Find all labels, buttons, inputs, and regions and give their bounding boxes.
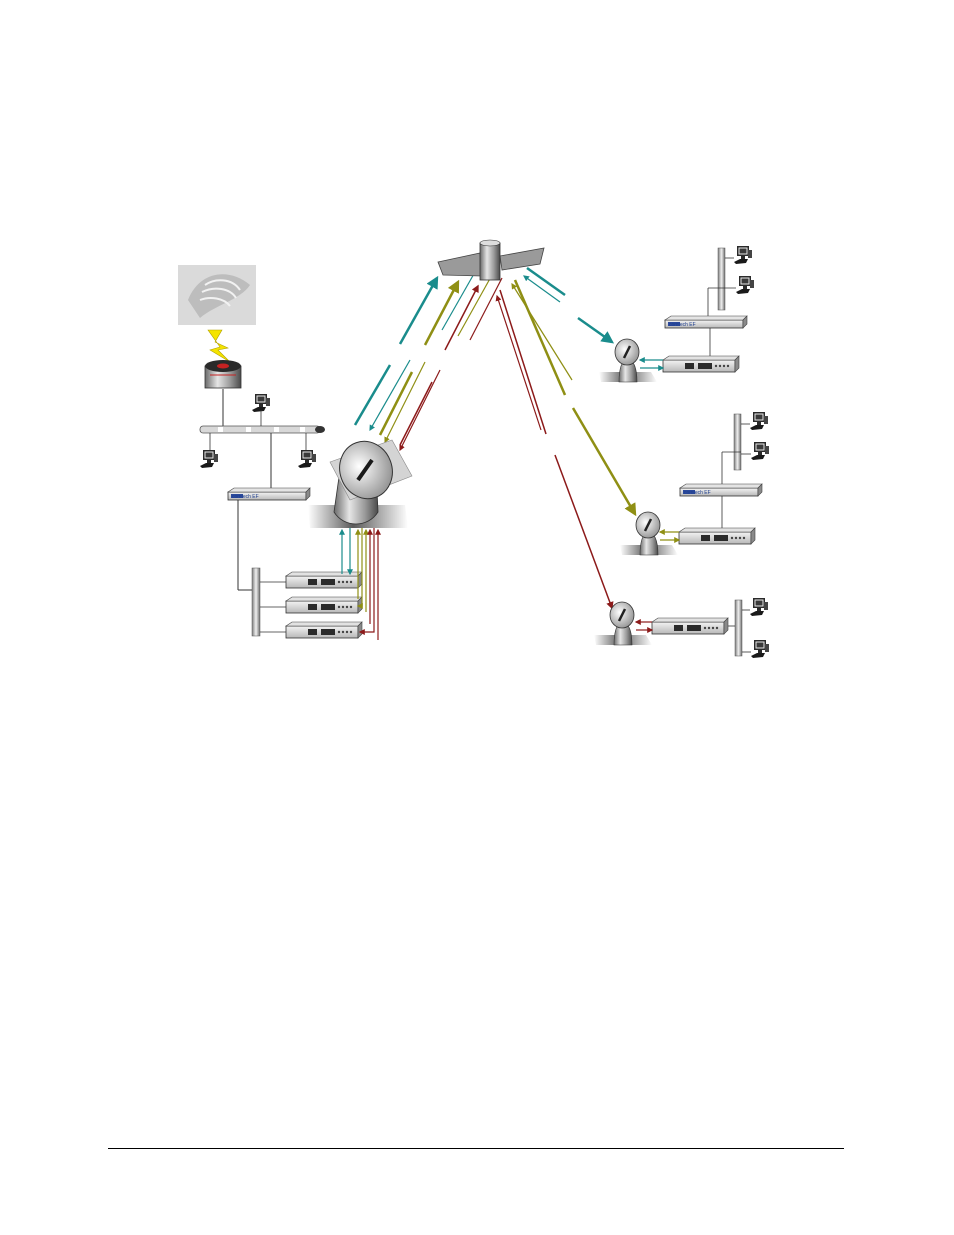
remote-site-1: comtech EF — [599, 246, 754, 382]
computer-icon — [298, 450, 316, 468]
hub-dish-antenna — [308, 434, 412, 528]
router-icon — [205, 360, 241, 388]
lan-backbone — [200, 426, 325, 433]
computer-icon — [252, 394, 270, 412]
remote-site-3 — [594, 598, 769, 658]
computer-icon — [734, 246, 752, 264]
svg-text:comtech EF: comtech EF — [684, 490, 711, 496]
computer-icon — [751, 442, 769, 460]
hub-modem-2 — [286, 597, 362, 613]
svg-text:comtech EF: comtech EF — [232, 494, 259, 500]
hub-modem-3 — [286, 622, 362, 638]
lightning-bolt-icon — [208, 330, 230, 362]
svg-text:comtech EF: comtech EF — [669, 322, 696, 328]
hub-modem-1 — [286, 572, 362, 588]
computer-icon — [751, 640, 769, 658]
hub-switch: comtech EF — [228, 488, 310, 500]
computer-icon — [750, 598, 768, 616]
internet-cloud — [178, 265, 256, 325]
satellite-icon — [438, 240, 544, 280]
uplink-downlink-beams — [355, 268, 635, 608]
modem-rack-pole — [252, 568, 260, 636]
remote-site-2: comtech EF — [620, 412, 769, 555]
footer-rule — [108, 1148, 844, 1149]
computer-icon — [200, 450, 218, 468]
computer-icon — [750, 412, 768, 430]
computer-icon — [736, 276, 754, 294]
